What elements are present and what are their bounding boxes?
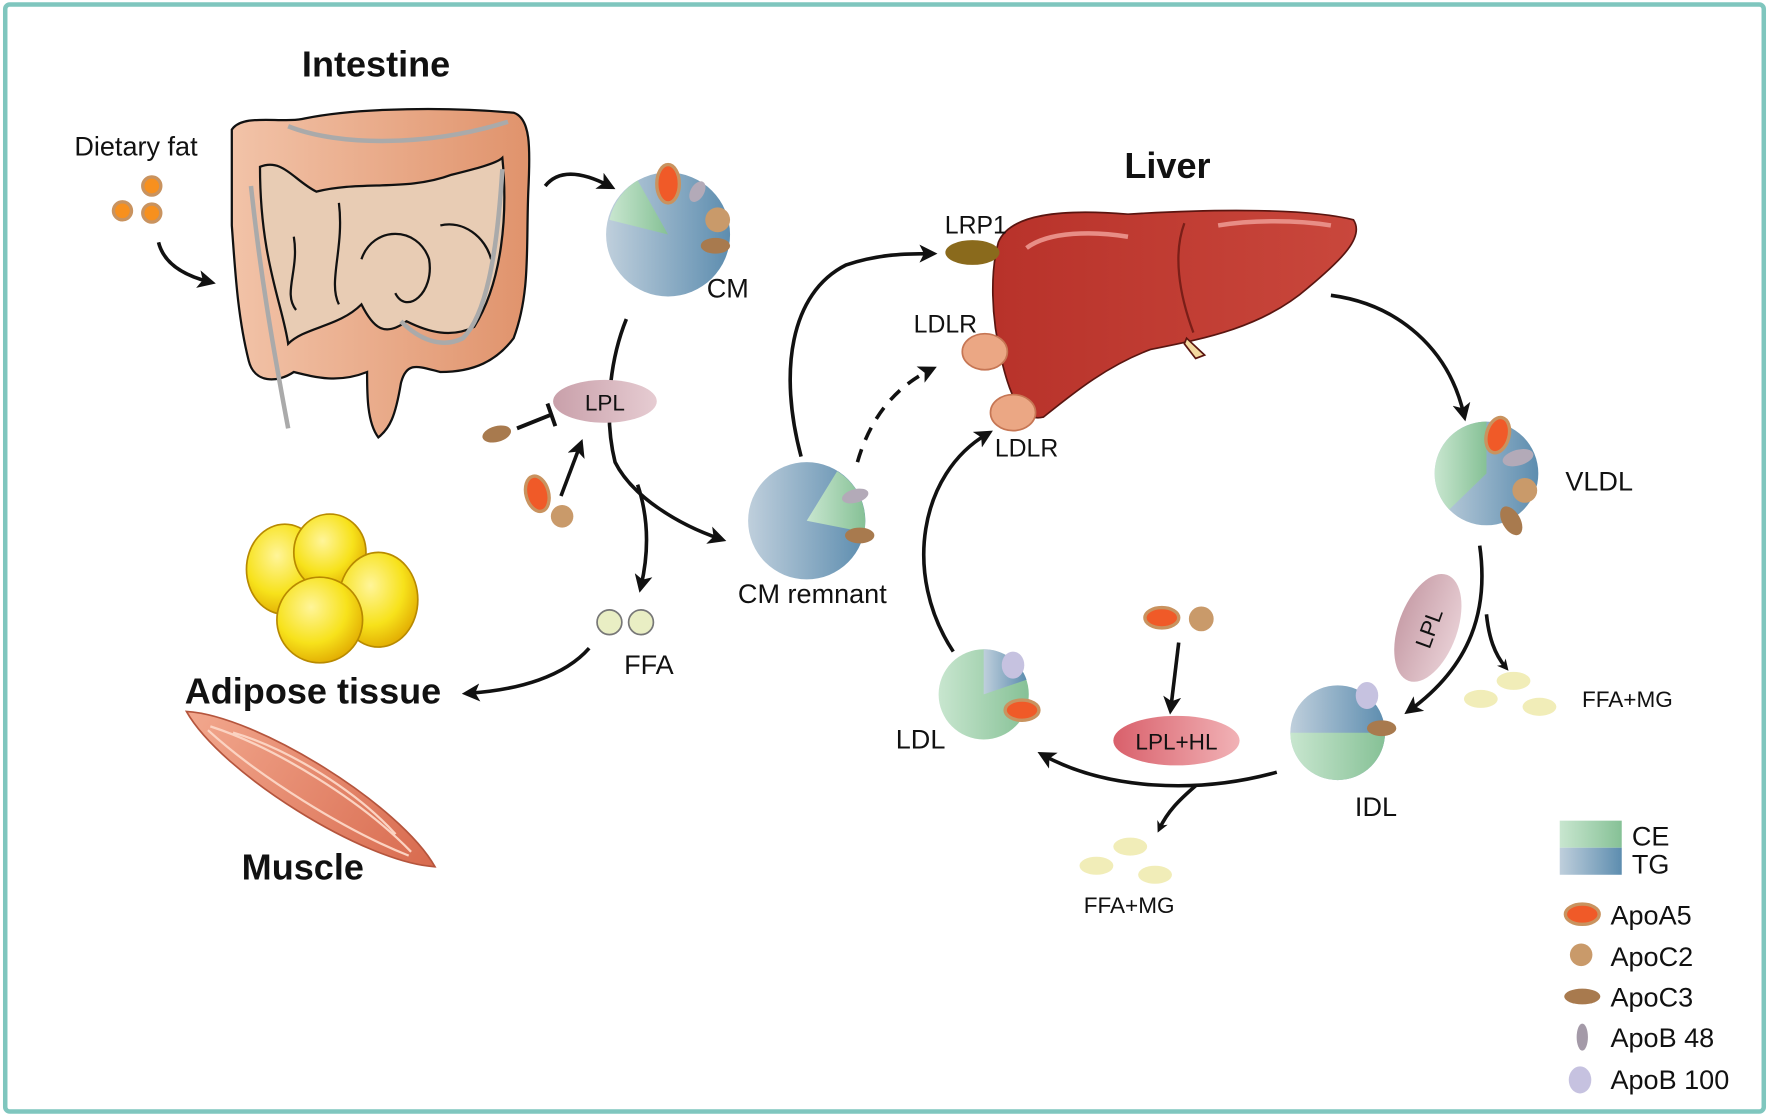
ldlr-bottom-label: LDLR — [995, 436, 1058, 463]
legend: CE TG ApoA5 ApoC2 ApoC3 ApoB 48 ApoB 100 — [1559, 820, 1729, 1095]
cm-remnant-label: CM remnant — [738, 579, 887, 609]
arrow-ldl-to-ldlr — [922, 430, 993, 653]
apob100-icon — [1001, 651, 1025, 679]
ldl-label: LDL — [896, 725, 946, 755]
apob100-icon — [1502, 449, 1534, 467]
ldlr-receptor — [961, 332, 1009, 371]
apoa5-icon — [1003, 698, 1041, 723]
legend-item-label: ApoB 48 — [1610, 1023, 1714, 1053]
dietary-fat-droplets-icon — [111, 175, 163, 224]
legend-item-label: ApoB 100 — [1610, 1065, 1729, 1095]
apoa5-icon — [1563, 902, 1601, 927]
apoc2-icon — [1188, 606, 1214, 632]
chylomicron-particle — [606, 162, 731, 297]
apob48-icon — [689, 181, 706, 202]
legend-ce-swatch — [1559, 820, 1622, 848]
apoa5-icon — [1484, 415, 1512, 455]
apoc3-icon — [1500, 506, 1523, 536]
adipose-title: Adipose tissue — [185, 670, 442, 711]
intestine-icon — [230, 107, 531, 439]
muscle-icon — [184, 710, 437, 868]
legend-item-label: ApoC3 — [1610, 983, 1693, 1013]
vldl-particle — [1434, 415, 1539, 536]
lpl-vldl-enzyme — [1394, 573, 1462, 682]
intestine-title: Intestine — [302, 44, 450, 85]
cm-remnant-particle — [748, 462, 875, 580]
apoc2-icon — [1569, 943, 1593, 967]
ldl-particle — [938, 649, 1041, 740]
lrp1-receptor — [945, 240, 1000, 265]
legend-ce-label: CE — [1632, 821, 1670, 851]
apoc3-icon — [1366, 720, 1397, 737]
ffa-mg-right-label: FFA+MG — [1582, 687, 1673, 712]
arrow-fat-to-intestine — [156, 241, 216, 288]
arrow-cm-to-remnant — [607, 318, 727, 544]
apoc2-icon — [550, 505, 574, 528]
apob48-icon — [842, 488, 869, 504]
apoa5-icon — [523, 474, 551, 514]
legend-item-label: ApoC2 — [1610, 942, 1693, 972]
legend-item-label: ApoA5 — [1610, 900, 1691, 930]
vldl-label: VLDL — [1565, 466, 1633, 496]
cm-label: CM — [707, 274, 749, 304]
liver-icon — [991, 209, 1358, 419]
lpl-hl-enzyme — [1113, 715, 1240, 766]
arrow-activation-lpl — [559, 438, 585, 497]
apoc3-icon — [482, 425, 512, 443]
ffa-mg-right-icon — [1463, 671, 1557, 716]
adipose-tissue-icon — [245, 513, 419, 664]
arrow-remnant-to-ldlr-dashed — [855, 366, 937, 463]
arrow-remnant-to-lrp1 — [788, 244, 938, 458]
idl-particle — [1290, 682, 1397, 781]
arrow-liver-to-vldl — [1330, 293, 1471, 422]
arrow-to-ffa-mg-right — [1484, 614, 1509, 671]
arrow-ffa-to-adipose — [461, 646, 591, 702]
apoa5-icon — [655, 162, 682, 205]
ffa-label: FFA — [624, 650, 674, 680]
legend-tg-swatch — [1559, 847, 1622, 875]
apoc3-icon — [1564, 988, 1601, 1005]
ffa-mg-bottom-label: FFA+MG — [1084, 893, 1175, 918]
ffa-icon — [596, 609, 655, 636]
arrow-idl-to-ldl — [1037, 752, 1278, 788]
arrow-to-ffa — [634, 484, 653, 593]
lrp1-label: LRP1 — [945, 212, 1007, 239]
legend-tg-label: TG — [1632, 850, 1670, 880]
ldlr-top-label: LDLR — [914, 312, 977, 339]
lpl-label: LPL — [585, 390, 625, 415]
apoc2-icon — [705, 207, 731, 233]
ldlr-receptor — [989, 393, 1037, 432]
apoa5-icon — [1143, 605, 1181, 630]
dietary-fat-label: Dietary fat — [74, 132, 198, 162]
muscle-title: Muscle — [242, 846, 364, 887]
lpl-hl-label: LPL+HL — [1135, 730, 1217, 755]
lpl-enzyme — [553, 379, 657, 423]
apob48-icon — [1576, 1023, 1588, 1051]
arrow-intestine-to-cm — [543, 172, 616, 190]
apoc2-icon — [1512, 477, 1538, 503]
apoc3-icon — [700, 237, 731, 254]
ffa-mg-bottom-icon — [1079, 837, 1172, 884]
apob100-icon — [1568, 1066, 1592, 1094]
arrow-vldl-to-idl — [1404, 545, 1484, 715]
apob100-icon — [1355, 682, 1379, 710]
apoc3-icon — [845, 527, 875, 544]
idl-label: IDL — [1355, 792, 1397, 822]
arrow-to-ffa-mg-bottom — [1157, 784, 1197, 833]
arrow-apo-to-lpl-hl — [1163, 642, 1182, 715]
inhibition-arrow — [516, 402, 558, 431]
liver-title: Liver — [1124, 145, 1210, 186]
